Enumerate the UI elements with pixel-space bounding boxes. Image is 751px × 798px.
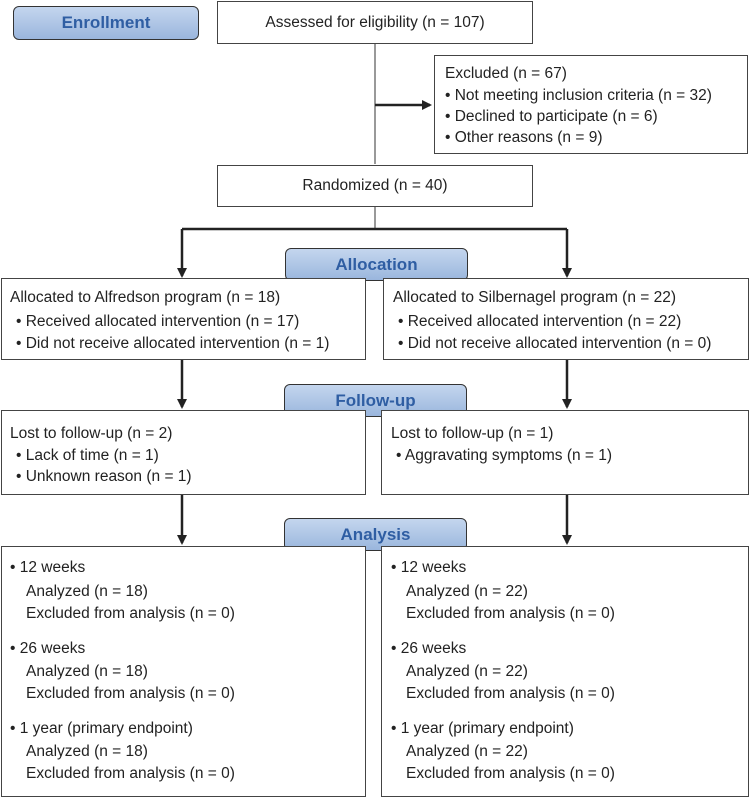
assessed-box: Assessed for eligibility (n = 107) <box>217 1 533 44</box>
allocation-right-box: Allocated to Silbernagel program (n = 22… <box>383 278 749 360</box>
followup-left-item: • Unknown reason (n = 1) <box>16 468 192 485</box>
analysis-left-analyzed: Analyzed (n = 18) <box>26 743 148 760</box>
analysis-right-period: • 26 weeks <box>391 640 467 657</box>
analysis-left-analyzed: Analyzed (n = 18) <box>26 663 148 680</box>
analysis-left-excluded: Excluded from analysis (n = 0) <box>26 685 235 702</box>
followup-left-title: Lost to follow-up (n = 2) <box>10 425 173 442</box>
stage-enrollment: Enrollment <box>13 6 199 40</box>
analysis-right-excluded: Excluded from analysis (n = 0) <box>406 605 615 622</box>
excluded-item: • Not meeting inclusion criteria (n = 32… <box>445 87 712 104</box>
excluded-box: Excluded (n = 67) • Not meeting inclusio… <box>434 55 748 154</box>
allocation-left-item: • Did not receive allocated intervention… <box>16 335 330 352</box>
stage-analysis: Analysis <box>284 518 467 551</box>
analysis-right-analyzed: Analyzed (n = 22) <box>406 663 528 680</box>
analysis-right-period: • 12 weeks <box>391 559 467 576</box>
analysis-left-period: • 26 weeks <box>10 640 86 657</box>
followup-right-item: • Aggravating symptoms (n = 1) <box>396 447 613 464</box>
allocation-right-item: • Did not receive allocated intervention… <box>398 335 712 352</box>
followup-right-title: Lost to follow-up (n = 1) <box>391 425 554 442</box>
excluded-item: • Other reasons (n = 9) <box>445 129 603 146</box>
analysis-right-excluded: Excluded from analysis (n = 0) <box>406 685 615 702</box>
stage-allocation: Allocation <box>285 248 468 281</box>
excluded-item: • Declined to participate (n = 6) <box>445 108 658 125</box>
analysis-right-analyzed: Analyzed (n = 22) <box>406 743 528 760</box>
analysis-left-analyzed: Analyzed (n = 18) <box>26 583 148 600</box>
analysis-right-box: • 12 weeks Analyzed (n = 22) Excluded fr… <box>381 546 749 797</box>
followup-left-box: Lost to follow-up (n = 2) • Lack of time… <box>1 410 366 495</box>
analysis-right-analyzed: Analyzed (n = 22) <box>406 583 528 600</box>
allocation-left-box: Allocated to Alfredson program (n = 18) … <box>1 278 366 360</box>
analysis-right-excluded: Excluded from analysis (n = 0) <box>406 765 615 782</box>
randomized-box: Randomized (n = 40) <box>217 165 533 207</box>
allocation-right-title: Allocated to Silbernagel program (n = 22… <box>393 289 677 306</box>
analysis-right-period: • 1 year (primary endpoint) <box>391 720 574 737</box>
allocation-left-title: Allocated to Alfredson program (n = 18) <box>10 289 281 306</box>
analysis-left-excluded: Excluded from analysis (n = 0) <box>26 605 235 622</box>
allocation-left-item: • Received allocated intervention (n = 1… <box>16 313 300 330</box>
assessed-text: Assessed for eligibility (n = 107) <box>265 13 485 31</box>
followup-left-item: • Lack of time (n = 1) <box>16 447 159 464</box>
excluded-title: Excluded (n = 67) <box>445 65 567 82</box>
allocation-right-item: • Received allocated intervention (n = 2… <box>398 313 682 330</box>
analysis-left-excluded: Excluded from analysis (n = 0) <box>26 765 235 782</box>
analysis-left-period: • 1 year (primary endpoint) <box>10 720 193 737</box>
randomized-text: Randomized (n = 40) <box>302 177 448 194</box>
followup-right-box: Lost to follow-up (n = 1) • Aggravating … <box>381 410 749 495</box>
analysis-left-box: • 12 weeks Analyzed (n = 18) Excluded fr… <box>1 546 366 797</box>
analysis-left-period: • 12 weeks <box>10 559 86 576</box>
